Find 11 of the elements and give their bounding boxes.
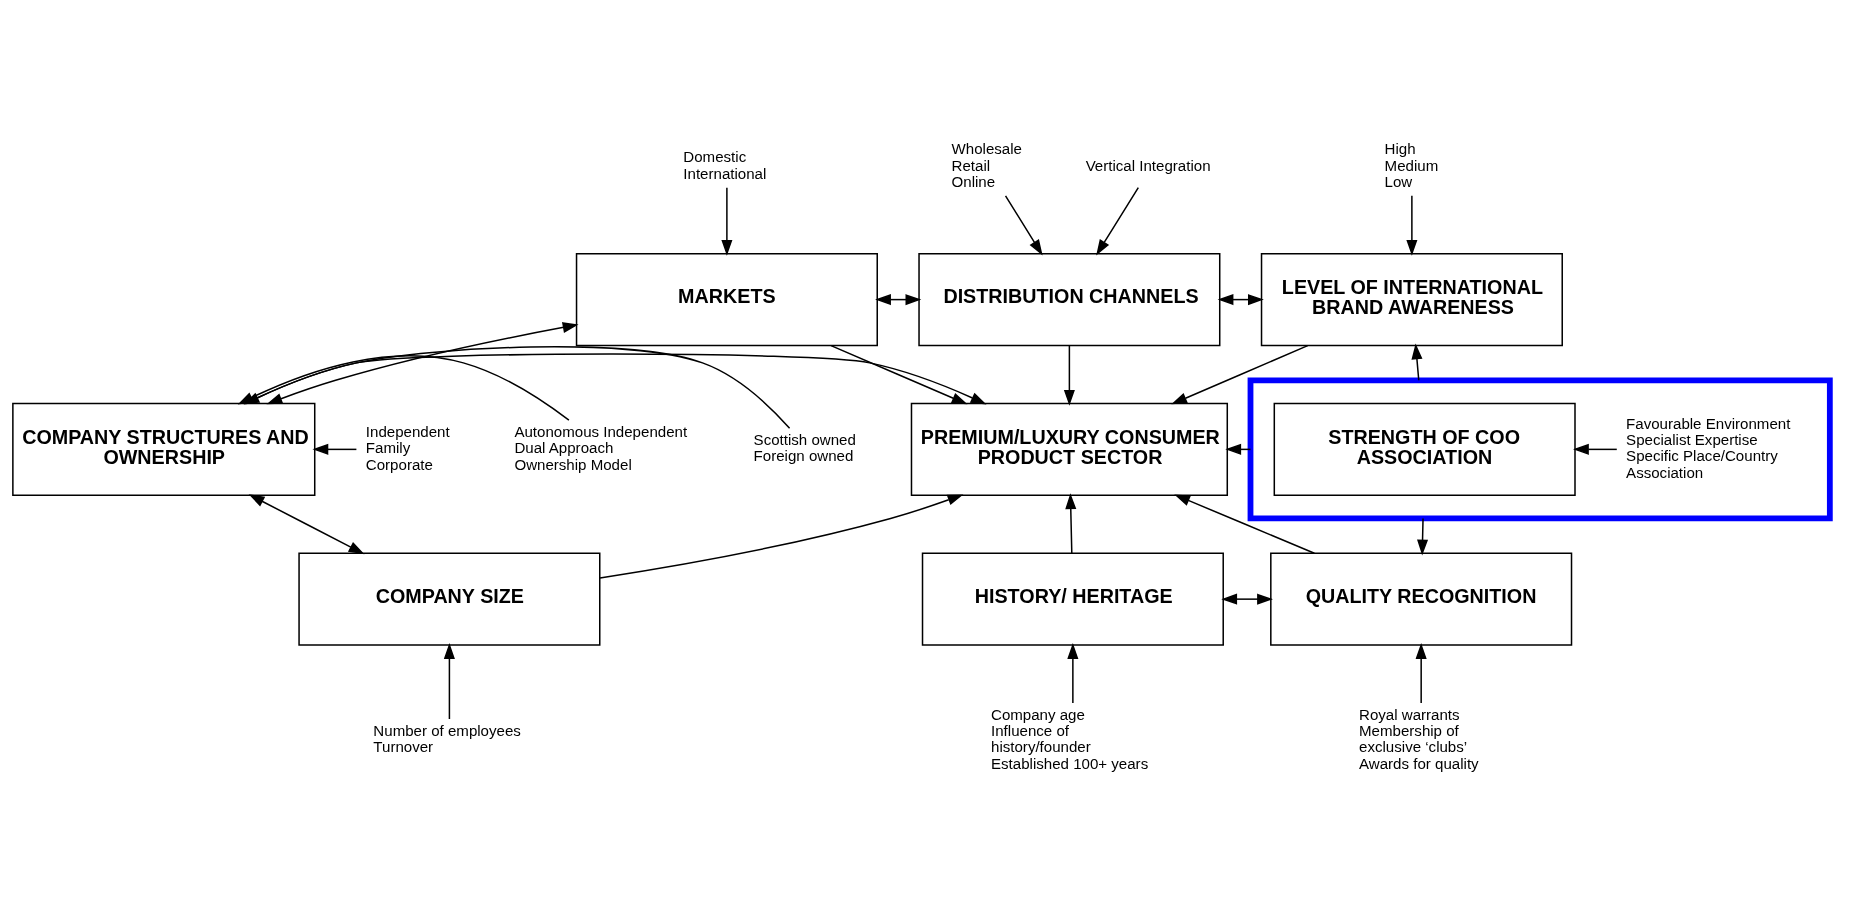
node-text: Vertical Integration xyxy=(1085,156,1211,174)
node-text: Independent Family Corporate xyxy=(365,422,450,473)
node-text: High Medium Low xyxy=(1384,139,1439,190)
node-text: Number of employees Turnover xyxy=(373,721,521,755)
node-text: Wholesale Retail Online xyxy=(951,139,1022,190)
node-text: Scottish owned Foreign owned xyxy=(753,430,856,464)
node-text: Favourable Environment Specialist Expertise Specific Place/Country Association xyxy=(1626,414,1791,481)
node-text: Company age Influence of history/founder Established 100+ years xyxy=(991,705,1149,772)
node-text: Autonomous Independent Dual Approach Ownership Model xyxy=(514,422,688,473)
node-text: Royal warrants Membership of exclusive ‘clubs’ Awards for quality xyxy=(1359,705,1479,772)
node-text: Domestic International xyxy=(683,147,767,182)
